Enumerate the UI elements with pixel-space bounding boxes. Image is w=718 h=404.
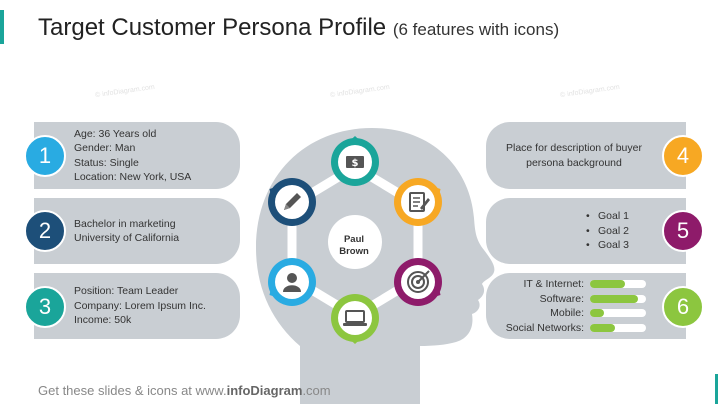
page-title: Target Customer Persona Profile (6 featu… xyxy=(38,14,559,42)
skill-bar-fill xyxy=(590,323,616,332)
skill-bar-fill xyxy=(590,280,625,289)
footer-credit: Get these slides & icons at www.infoDiag… xyxy=(38,383,331,398)
skill-row: IT & Internet: xyxy=(486,277,646,292)
feature-card-1: Age: 36 Years old Gender: Man Status: Si… xyxy=(34,122,240,189)
feature-3-text: Position: Team Leader Company: Lorem Ips… xyxy=(74,285,206,327)
corner-accent-bar xyxy=(715,374,718,404)
persona-name: Paul Brown xyxy=(325,220,383,272)
persona-pin xyxy=(394,258,442,306)
feature-card-5: Goal 1 Goal 2 Goal 3 xyxy=(486,198,686,264)
feature-card-6: IT & Internet: Software: Mobile: Social … xyxy=(486,273,686,339)
list-item: Goal 1 xyxy=(586,209,656,224)
document-edit-icon xyxy=(409,192,430,212)
goal-list: Goal 1 Goal 2 Goal 3 xyxy=(586,209,656,253)
feature-number-1: 1 xyxy=(24,135,66,177)
user-icon xyxy=(283,273,301,292)
feature-card-3: Position: Team Leader Company: Lorem Ips… xyxy=(34,273,240,339)
skill-row: Software: xyxy=(486,292,646,307)
feature-number-5: 5 xyxy=(662,210,704,252)
title-accent-bar xyxy=(0,10,4,44)
pencil-icon xyxy=(284,193,301,210)
list-item: Goal 3 xyxy=(586,238,656,253)
target-icon xyxy=(407,270,430,293)
feature-4-text: Place for description of buyer persona b… xyxy=(506,142,642,169)
feature-number-6: 6 xyxy=(662,286,704,328)
feature-1-text: Age: 36 Years old Gender: Man Status: Si… xyxy=(74,127,192,184)
skill-bar-fill xyxy=(590,309,604,318)
persona-pin xyxy=(394,178,442,226)
persona-pin xyxy=(268,258,316,306)
persona-pin: $ xyxy=(331,136,379,186)
footer-brand: infoDiagram xyxy=(226,383,303,398)
money-icon: $ xyxy=(346,156,364,169)
title-subtitle: (6 features with icons) xyxy=(392,20,560,39)
title-main: Target Customer Persona Profile xyxy=(38,14,387,41)
persona-first-name: Paul xyxy=(343,234,365,245)
skill-row: Mobile: xyxy=(486,306,646,321)
persona-pin xyxy=(331,294,379,344)
pin-core xyxy=(338,301,372,335)
feature-5-text: Goal 1 Goal 2 Goal 3 xyxy=(486,209,656,253)
feature-number-4: 4 xyxy=(662,135,704,177)
laptop-icon xyxy=(343,310,367,326)
feature-card-4: Place for description of buyer persona b… xyxy=(486,122,686,189)
persona-pin xyxy=(268,178,316,226)
svg-text:$: $ xyxy=(352,158,359,169)
feature-number-3: 3 xyxy=(24,286,66,328)
center-circle xyxy=(328,215,382,269)
list-item: Goal 2 xyxy=(586,224,656,239)
persona-last-name: Brown xyxy=(339,246,369,257)
skill-bars: IT & Internet: Software: Mobile: Social … xyxy=(486,277,646,335)
skill-row: Social Networks: xyxy=(486,321,646,336)
feature-card-2: Bachelor in marketing University of Cali… xyxy=(34,198,240,264)
skill-bar-fill xyxy=(590,294,638,303)
feature-number-2: 2 xyxy=(24,210,66,252)
feature-2-text: Bachelor in marketing University of Cali… xyxy=(74,217,180,245)
